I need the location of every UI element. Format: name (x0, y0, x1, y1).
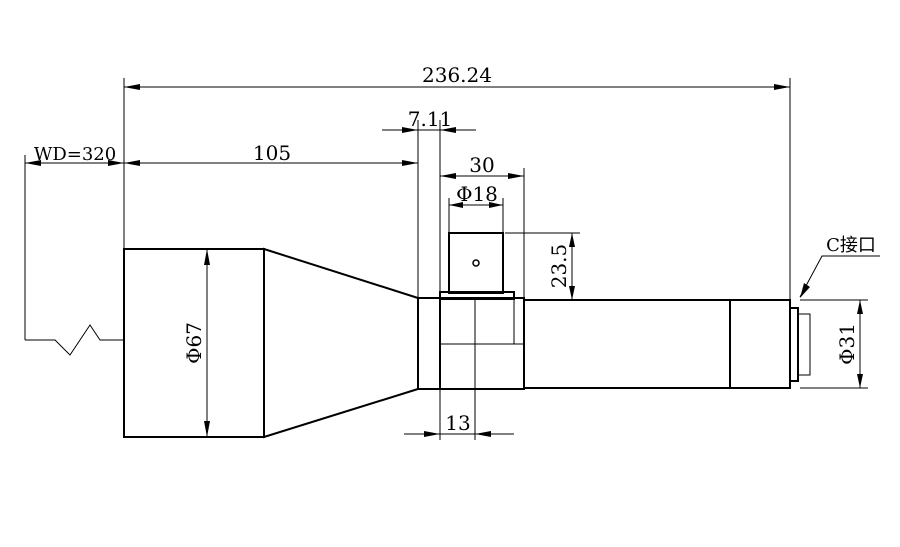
extension-lines (24, 78, 868, 440)
dim-front-section: 105 (253, 141, 291, 165)
dim-mount-offset: 30 (469, 153, 494, 177)
dim-working-distance: WD=320 (34, 144, 116, 165)
dim-front-diameter: Φ67 (182, 322, 206, 364)
c-mount-thread (789, 307, 799, 382)
illumination-port (448, 232, 504, 294)
dimension-lines (25, 84, 880, 437)
dim-flange-gap: 7.11 (408, 107, 453, 131)
c-mount-label: C接口 (826, 235, 876, 256)
dim-port-diameter: Φ18 (456, 182, 498, 206)
rear-tube (523, 299, 731, 389)
dim-overall-length: 236.24 (422, 63, 492, 87)
c-mount-thread-inner (797, 313, 811, 376)
flange-ring (417, 297, 441, 390)
lens-body (123, 232, 811, 439)
wd-break-line (25, 324, 124, 356)
rear-collar (729, 299, 791, 389)
dim-port-width: 13 (445, 411, 470, 435)
dim-port-height: 23.5 (547, 244, 571, 289)
dim-rear-diameter: Φ31 (835, 323, 859, 365)
dimension-labels: 236.24 WD=320 105 7.11 30 Φ18 23.5 Φ67 Φ… (34, 63, 876, 435)
conical-taper (263, 247, 419, 439)
port-center-mark (472, 259, 480, 267)
